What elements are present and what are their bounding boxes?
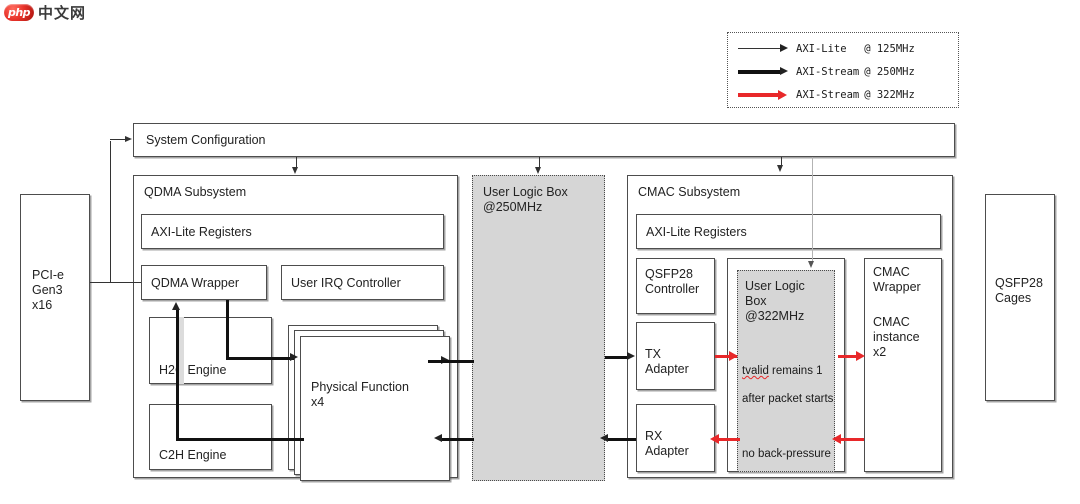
cmac-subsystem-label: CMAC Subsystem <box>638 185 741 199</box>
arrowhead-into-qdma-wrapper <box>172 302 180 310</box>
h2c-engine-block: H2C Engine <box>149 317 272 384</box>
qsfp28-controller-block: QSFP28 Controller <box>636 258 715 314</box>
cmac-instance-label: CMAC instance x2 <box>873 315 920 359</box>
no-backpressure-text: no back-pressure <box>742 448 831 460</box>
physical-function-block: Physical Function x4 <box>300 336 450 481</box>
connector-sysconfig-to-cmac <box>781 157 783 167</box>
connector-user-logic-322-to-cmac <box>838 355 860 359</box>
qdma-wrapper-label: QDMA Wrapper <box>151 276 239 290</box>
arrowhead-red-into-user-logic-322 <box>729 351 738 362</box>
user-irq-controller-block: User IRQ Controller <box>281 265 444 300</box>
arrowhead-into-tx-adapter <box>627 352 635 361</box>
user-logic-box-322-label: User Logic Box @322MHz <box>745 279 805 323</box>
no-backpressure-annotation: no back-pressure <box>742 433 831 461</box>
connector-user-logic-322-to-rx-adapter <box>718 438 740 442</box>
connector-pcie-to-qdma-wrapper <box>90 282 141 284</box>
arrowhead-into-physical-function <box>290 353 298 361</box>
connector-rx-adapter-to-user-logic-250 <box>608 438 636 442</box>
arrowhead-into-user-logic-250 <box>535 167 542 174</box>
qdma-wrapper-block: QDMA Wrapper <box>141 265 267 300</box>
system-configuration-block: System Configuration <box>133 123 955 157</box>
arrowhead-into-cmac-subsystem <box>777 165 784 172</box>
red-arrow-right-icon <box>738 89 790 101</box>
cmac-axi-lite-registers-block: AXI-Lite Registers <box>636 214 941 249</box>
rx-adapter-label: RX Adapter <box>645 429 689 458</box>
connector-qdma-to-sysconfig-horizontal <box>110 139 126 141</box>
pcie-label: PCI-e Gen3 x16 <box>32 268 64 312</box>
thick-arrow-right-icon <box>738 66 790 78</box>
php-logo-badge: php <box>4 4 34 21</box>
tx-adapter-label: TX Adapter <box>645 347 689 376</box>
connector-qdma-to-sysconfig-vertical <box>110 141 112 283</box>
connector-cmac-to-user-logic-322 <box>840 438 864 442</box>
user-logic-box-250-label: User Logic Box @250MHz <box>483 185 568 214</box>
arrowhead-into-user-logic-322 <box>808 261 815 268</box>
cmac-axi-lite-registers-label: AXI-Lite Registers <box>646 225 747 239</box>
legend-protocol-label: AXI-Stream <box>796 89 860 101</box>
physical-function-label: Physical Function x4 <box>311 380 409 409</box>
rx-adapter-block: RX Adapter <box>636 404 715 472</box>
thin-arrow-right-icon <box>738 43 790 55</box>
qdma-subsystem-label: QDMA Subsystem <box>144 185 247 199</box>
connector-pf-edge-tx <box>428 360 452 364</box>
legend-clock-label: @ 322MHz <box>864 89 915 101</box>
arrowhead-into-qdma-subsystem <box>292 167 299 174</box>
arrowhead-into-user-logic-250-rx <box>600 434 608 443</box>
legend-clock-label: @ 125MHz <box>864 43 915 55</box>
arrowhead-into-system-configuration <box>125 135 132 142</box>
legend-clock-label: @ 250MHz <box>864 66 915 78</box>
tx-adapter-block: TX Adapter <box>636 322 715 390</box>
cmac-wrapper-label: CMAC Wrapper <box>873 265 921 294</box>
qdma-axi-lite-registers-label: AXI-Lite Registers <box>151 225 252 239</box>
system-configuration-label: System Configuration <box>146 133 266 147</box>
connector-user-logic-250-to-tx-adapter <box>605 356 629 360</box>
c2h-engine-block: C2H Engine <box>149 404 272 470</box>
connector-sysconfig-to-qdma <box>296 157 298 169</box>
connector-pf-edge-rx <box>442 438 466 442</box>
arrowhead-pf-rx <box>434 434 442 443</box>
tvalid-line-two: after packet starts <box>742 393 834 405</box>
arrowhead-red-into-cmac-instance <box>856 351 865 362</box>
pcie-block: PCI-e Gen3 x16 <box>20 194 90 401</box>
legend-protocol-label: AXI-Stream <box>796 66 860 78</box>
arrowhead-red-into-rx-adapter <box>710 434 719 445</box>
user-logic-box-250-block: User Logic Box @250MHz <box>472 175 605 481</box>
site-logo: php 中文网 <box>4 2 86 23</box>
connector-c2h-up-to-wrapper <box>176 310 180 440</box>
legend-row-axi-stream-250: AXI-Stream @ 250MHz <box>738 63 915 81</box>
qdma-axi-lite-registers-block: AXI-Lite Registers <box>141 214 444 249</box>
legend-protocol-label: AXI-Lite <box>796 43 860 55</box>
c2h-engine-label: C2H Engine <box>159 448 227 462</box>
qsfp28-cages-block: QSFP28 Cages <box>985 194 1055 401</box>
qsfp28-controller-label: QSFP28 Controller <box>645 267 700 296</box>
tvalid-remainder: remains 1 <box>768 365 823 377</box>
connector-qdma-wrapper-to-pf <box>226 357 294 361</box>
connector-sysconfig-to-user-logic-322 <box>812 157 814 263</box>
connector-pf-to-user-logic-250-tx <box>450 360 474 364</box>
qsfp28-cages-label: QSFP28 Cages <box>995 276 1043 305</box>
legend-row-axi-lite: AXI-Lite @ 125MHz <box>738 40 915 58</box>
arrowhead-red-into-user-logic-322-rx <box>832 434 841 445</box>
cmac-wrapper-block: CMAC Wrapper CMAC instance x2 <box>864 258 942 472</box>
tvalid-annotation: tvalid remains 1 after packet starts <box>742 350 833 406</box>
connector-tx-adapter-to-user-logic-322 <box>715 355 737 359</box>
connector-pf-to-c2h <box>176 438 304 442</box>
site-logo-text: 中文网 <box>38 4 87 22</box>
h2c-engine-label: H2C Engine <box>159 363 227 377</box>
connector-qdma-wrapper-down <box>226 300 230 359</box>
connector-sysconfig-to-user-logic-250 <box>539 157 541 169</box>
legend-row-axi-stream-322: AXI-Stream @ 322MHz <box>738 86 915 104</box>
legend-panel: AXI-Lite @ 125MHz AXI-Stream @ 250MHz AX… <box>727 32 959 108</box>
user-logic-box-322-block: User Logic Box @322MHz <box>737 270 835 472</box>
tvalid-keyword: tvalid <box>742 365 769 377</box>
user-irq-controller-label: User IRQ Controller <box>291 276 401 290</box>
h2c-highlight-line <box>179 317 184 384</box>
